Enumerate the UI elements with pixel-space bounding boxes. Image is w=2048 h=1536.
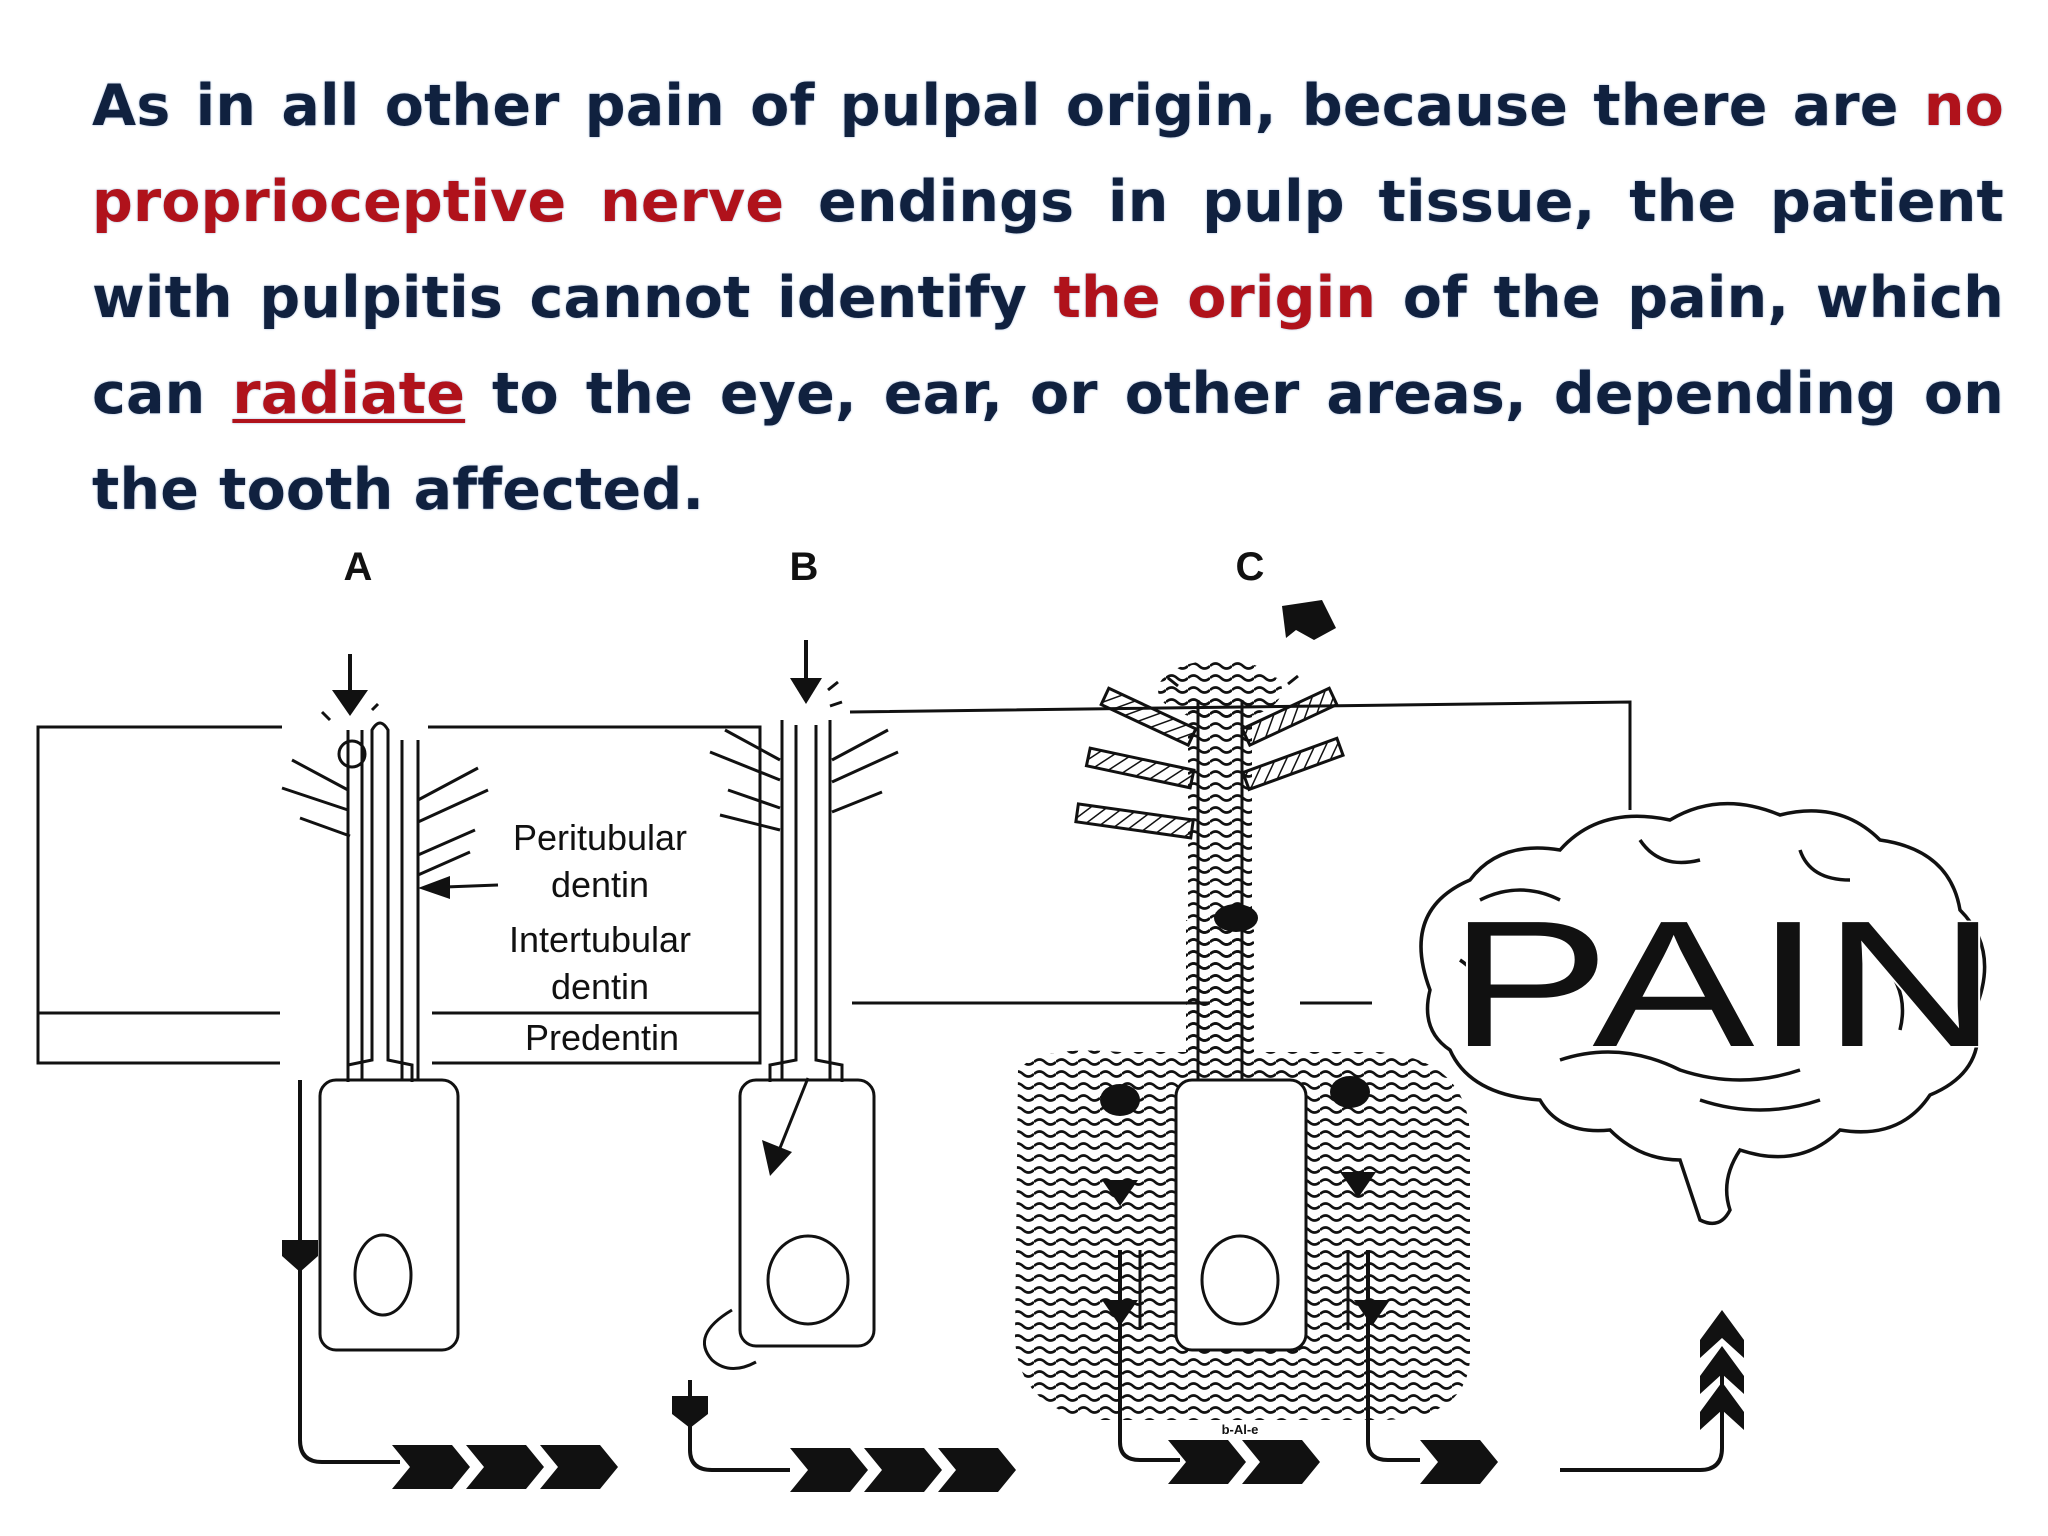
panel-c-escaping-fluid-arrow <box>1167 600 1336 688</box>
label-peritubular-dentin: dentin <box>551 864 649 905</box>
brain-outline-icon <box>1419 801 1987 1226</box>
layer-labels: Peritubular dentin Intertubular dentin P… <box>509 817 691 1058</box>
panel-b-fluid-movement-arrow <box>762 1077 810 1176</box>
peritubular-pointer-arrow <box>418 876 499 899</box>
pain-word: PAIN <box>1448 884 1998 1085</box>
panel-a-nerve-fiber <box>282 1080 400 1464</box>
panel-a-stimulus-arrow <box>320 654 380 722</box>
panel-b-signal-chevrons <box>790 1448 1016 1492</box>
panel-c-mediator-blobs <box>1100 904 1390 1326</box>
panel-b-odontoblast <box>709 720 899 1348</box>
caption-part-4: to the eye, ear, or other areas, dependi… <box>92 361 2004 523</box>
pain-pathway <box>1560 1310 1744 1472</box>
highlight-no-proprioceptive-nerve: no proprioceptive nerve <box>92 73 2004 235</box>
dentin-block-outline <box>36 700 1632 1065</box>
caption-part-1: As in all other pain of pulpal origin, b… <box>92 73 1924 139</box>
panel-c-hatched-branches <box>1074 686 1345 840</box>
panel-b-nerve-fiber <box>672 1308 790 1472</box>
panel-c-signal-chevrons <box>1168 1440 1498 1484</box>
label-predentin: Predentin <box>525 1017 679 1058</box>
panel-label-a: A <box>344 545 373 589</box>
panel-c-small-label: b-Al-e <box>1222 1422 1259 1437</box>
panel-a-odontoblast <box>281 721 489 1352</box>
panel-label-c: C <box>1236 545 1265 589</box>
panel-label-b: B <box>790 545 819 589</box>
label-intertubular: Intertubular <box>509 919 691 960</box>
panel-b-stimulus-arrow <box>790 640 843 708</box>
panel-a-signal-chevrons <box>392 1445 618 1489</box>
label-peritubular: Peritubular <box>513 817 687 858</box>
highlight-the-origin: the origin <box>1053 265 1377 331</box>
label-intertubular-dentin: dentin <box>551 966 649 1007</box>
caption-part-2: endings in pulp tissue, the patient with… <box>92 169 2004 331</box>
caption-part-3: of the pain, which can <box>92 265 2004 427</box>
panel-c-nerve-fibers <box>1118 1250 1420 1462</box>
highlight-radiate: radiate <box>232 361 466 427</box>
panel-c-odontoblast <box>1174 700 1308 1352</box>
dentin-nerve-diagram: A B C Peritubular dentin Intertubular de… <box>36 545 2000 1492</box>
caption-text: As in all other pain of pulpal origin, b… <box>92 58 2004 538</box>
